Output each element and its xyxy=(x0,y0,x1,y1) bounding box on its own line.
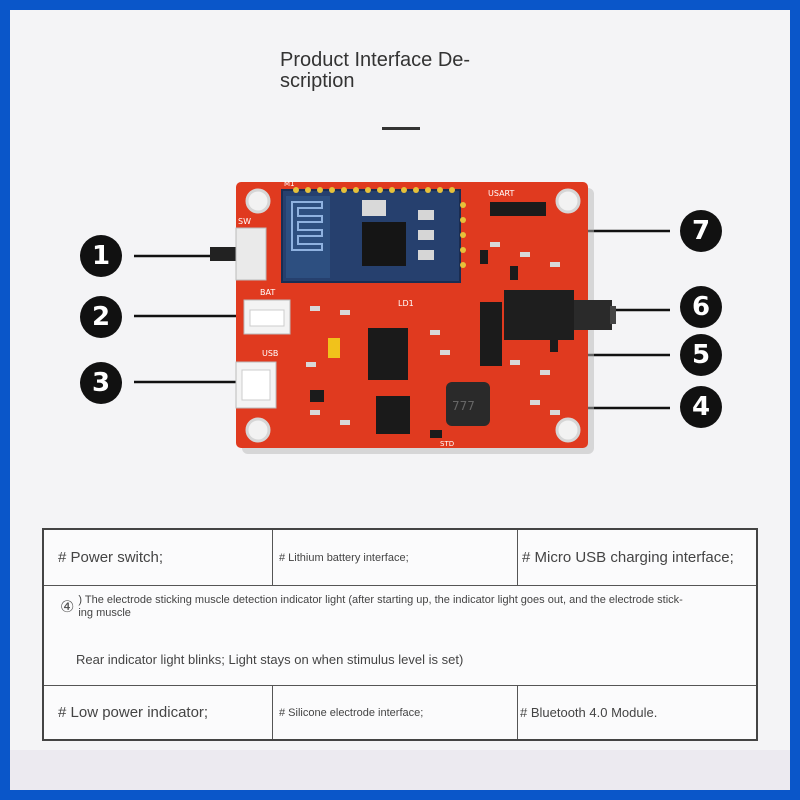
cell-bluetooth-module: # Bluetooth 4.0 Module. xyxy=(520,705,658,720)
power-switch-lever xyxy=(210,247,238,261)
callout-4: 4 xyxy=(680,386,722,428)
power-switch-body xyxy=(235,227,267,281)
callout-7: 7 xyxy=(680,210,722,252)
label-sw: SW xyxy=(238,217,251,226)
cell-usb-interface: # Micro USB charging interface; xyxy=(518,530,756,586)
title-underline xyxy=(382,127,420,130)
label-std: STD xyxy=(440,440,454,448)
label-inductor: 777 xyxy=(452,399,475,413)
callout-3: 3 xyxy=(80,362,122,404)
number-marker: ④ xyxy=(60,599,75,616)
label-usb: USB xyxy=(262,349,278,358)
usart-header xyxy=(490,202,546,216)
pcb-illustration: USART SW BAT USB M1 LD1 777 xyxy=(134,180,670,454)
lower-ic xyxy=(376,396,410,434)
electrode-jack xyxy=(504,290,574,340)
cell-battery-interface: # Lithium battery interface; xyxy=(273,530,518,586)
label-bat: BAT xyxy=(260,288,275,297)
page-title: Product Interface De- scription xyxy=(280,49,471,92)
cell-electrode-interface: # Silicone electrode interface; xyxy=(273,686,518,739)
main-ic xyxy=(368,328,408,380)
callout-6: 6 xyxy=(680,286,722,328)
callout-2: 2 xyxy=(80,296,122,338)
callout-1: 1 xyxy=(80,235,122,277)
cell-indicator-description: ④ ) The electrode sticking muscle detect… xyxy=(44,586,756,686)
indicator-led xyxy=(328,338,340,358)
label-usart: USART xyxy=(488,189,515,198)
inductor xyxy=(446,382,490,426)
label-ld1: LD1 xyxy=(398,299,414,308)
cell-power-switch: # Power switch; xyxy=(44,530,273,586)
indicator-text: ) The electrode sticking muscle detectio… xyxy=(78,594,683,619)
callout-5: 5 xyxy=(680,334,722,376)
page-canvas: Product Interface De- scription xyxy=(10,10,790,790)
label-m1: M1 xyxy=(284,180,295,188)
rear-indicator-text: Rear indicator light blinks; Light stays… xyxy=(76,652,464,667)
interface-table: # Power switch; # Lithium battery interf… xyxy=(42,528,758,741)
bottom-band xyxy=(10,750,790,790)
swd-header xyxy=(480,302,502,366)
cell-low-power: # Low power indicator; xyxy=(44,686,273,739)
